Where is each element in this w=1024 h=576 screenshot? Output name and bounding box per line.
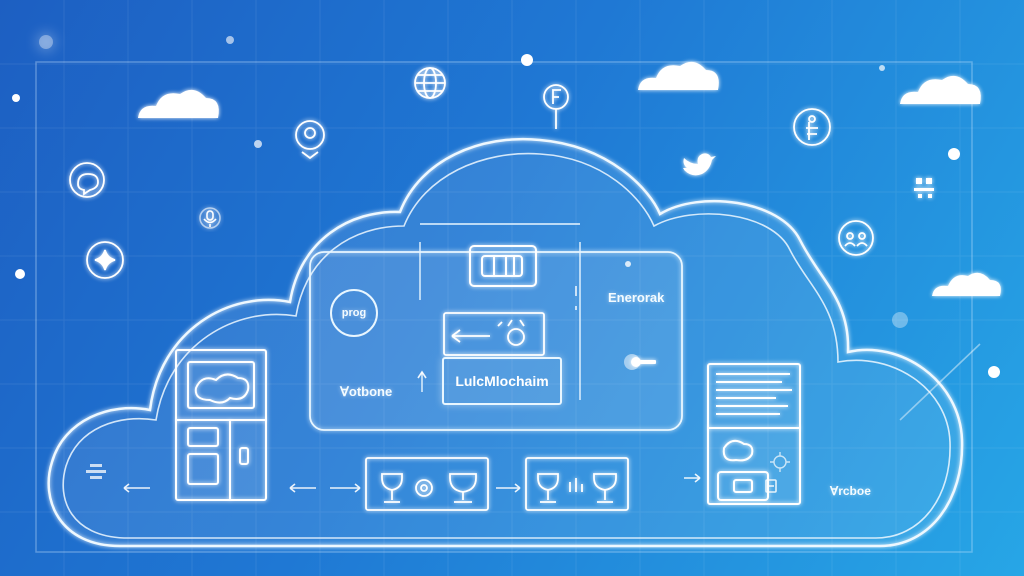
location-pin-icon [295, 120, 325, 160]
bottom-panel-left [365, 457, 489, 511]
users-icon [914, 178, 934, 198]
connector-arrows [123, 286, 981, 493]
chat-bubbles-icon [69, 162, 105, 198]
outer-frame [35, 61, 973, 553]
cloud-icon [138, 61, 1001, 296]
twitter-bird-icon [683, 153, 716, 176]
label-center-box: LulcMlochaim [442, 357, 562, 405]
sparkle-icon [86, 241, 124, 279]
card-icon [469, 245, 537, 287]
bottom-panel-right [525, 457, 629, 511]
label-right-top: Enerorak [608, 290, 665, 305]
inner-diagram-box [443, 312, 545, 356]
settings-gear-icon [770, 452, 790, 472]
right-server-module [707, 363, 801, 505]
group-icon [838, 220, 874, 256]
hard-drive-icon [765, 479, 777, 493]
database-icon [86, 464, 106, 479]
f-pin-icon [543, 84, 569, 129]
globe-icon [414, 67, 446, 99]
microphone-icon [199, 207, 221, 229]
left-server-module [175, 349, 267, 501]
label-far-right: Ɐrcboe [830, 484, 871, 498]
central-panel [309, 251, 683, 431]
main-cloud-inner-outline [62, 152, 951, 539]
people-icon [793, 108, 831, 146]
key-icon [631, 357, 656, 367]
label-left-bottom: Ɐotbone [340, 384, 393, 399]
label-left-small: prog [330, 289, 378, 337]
